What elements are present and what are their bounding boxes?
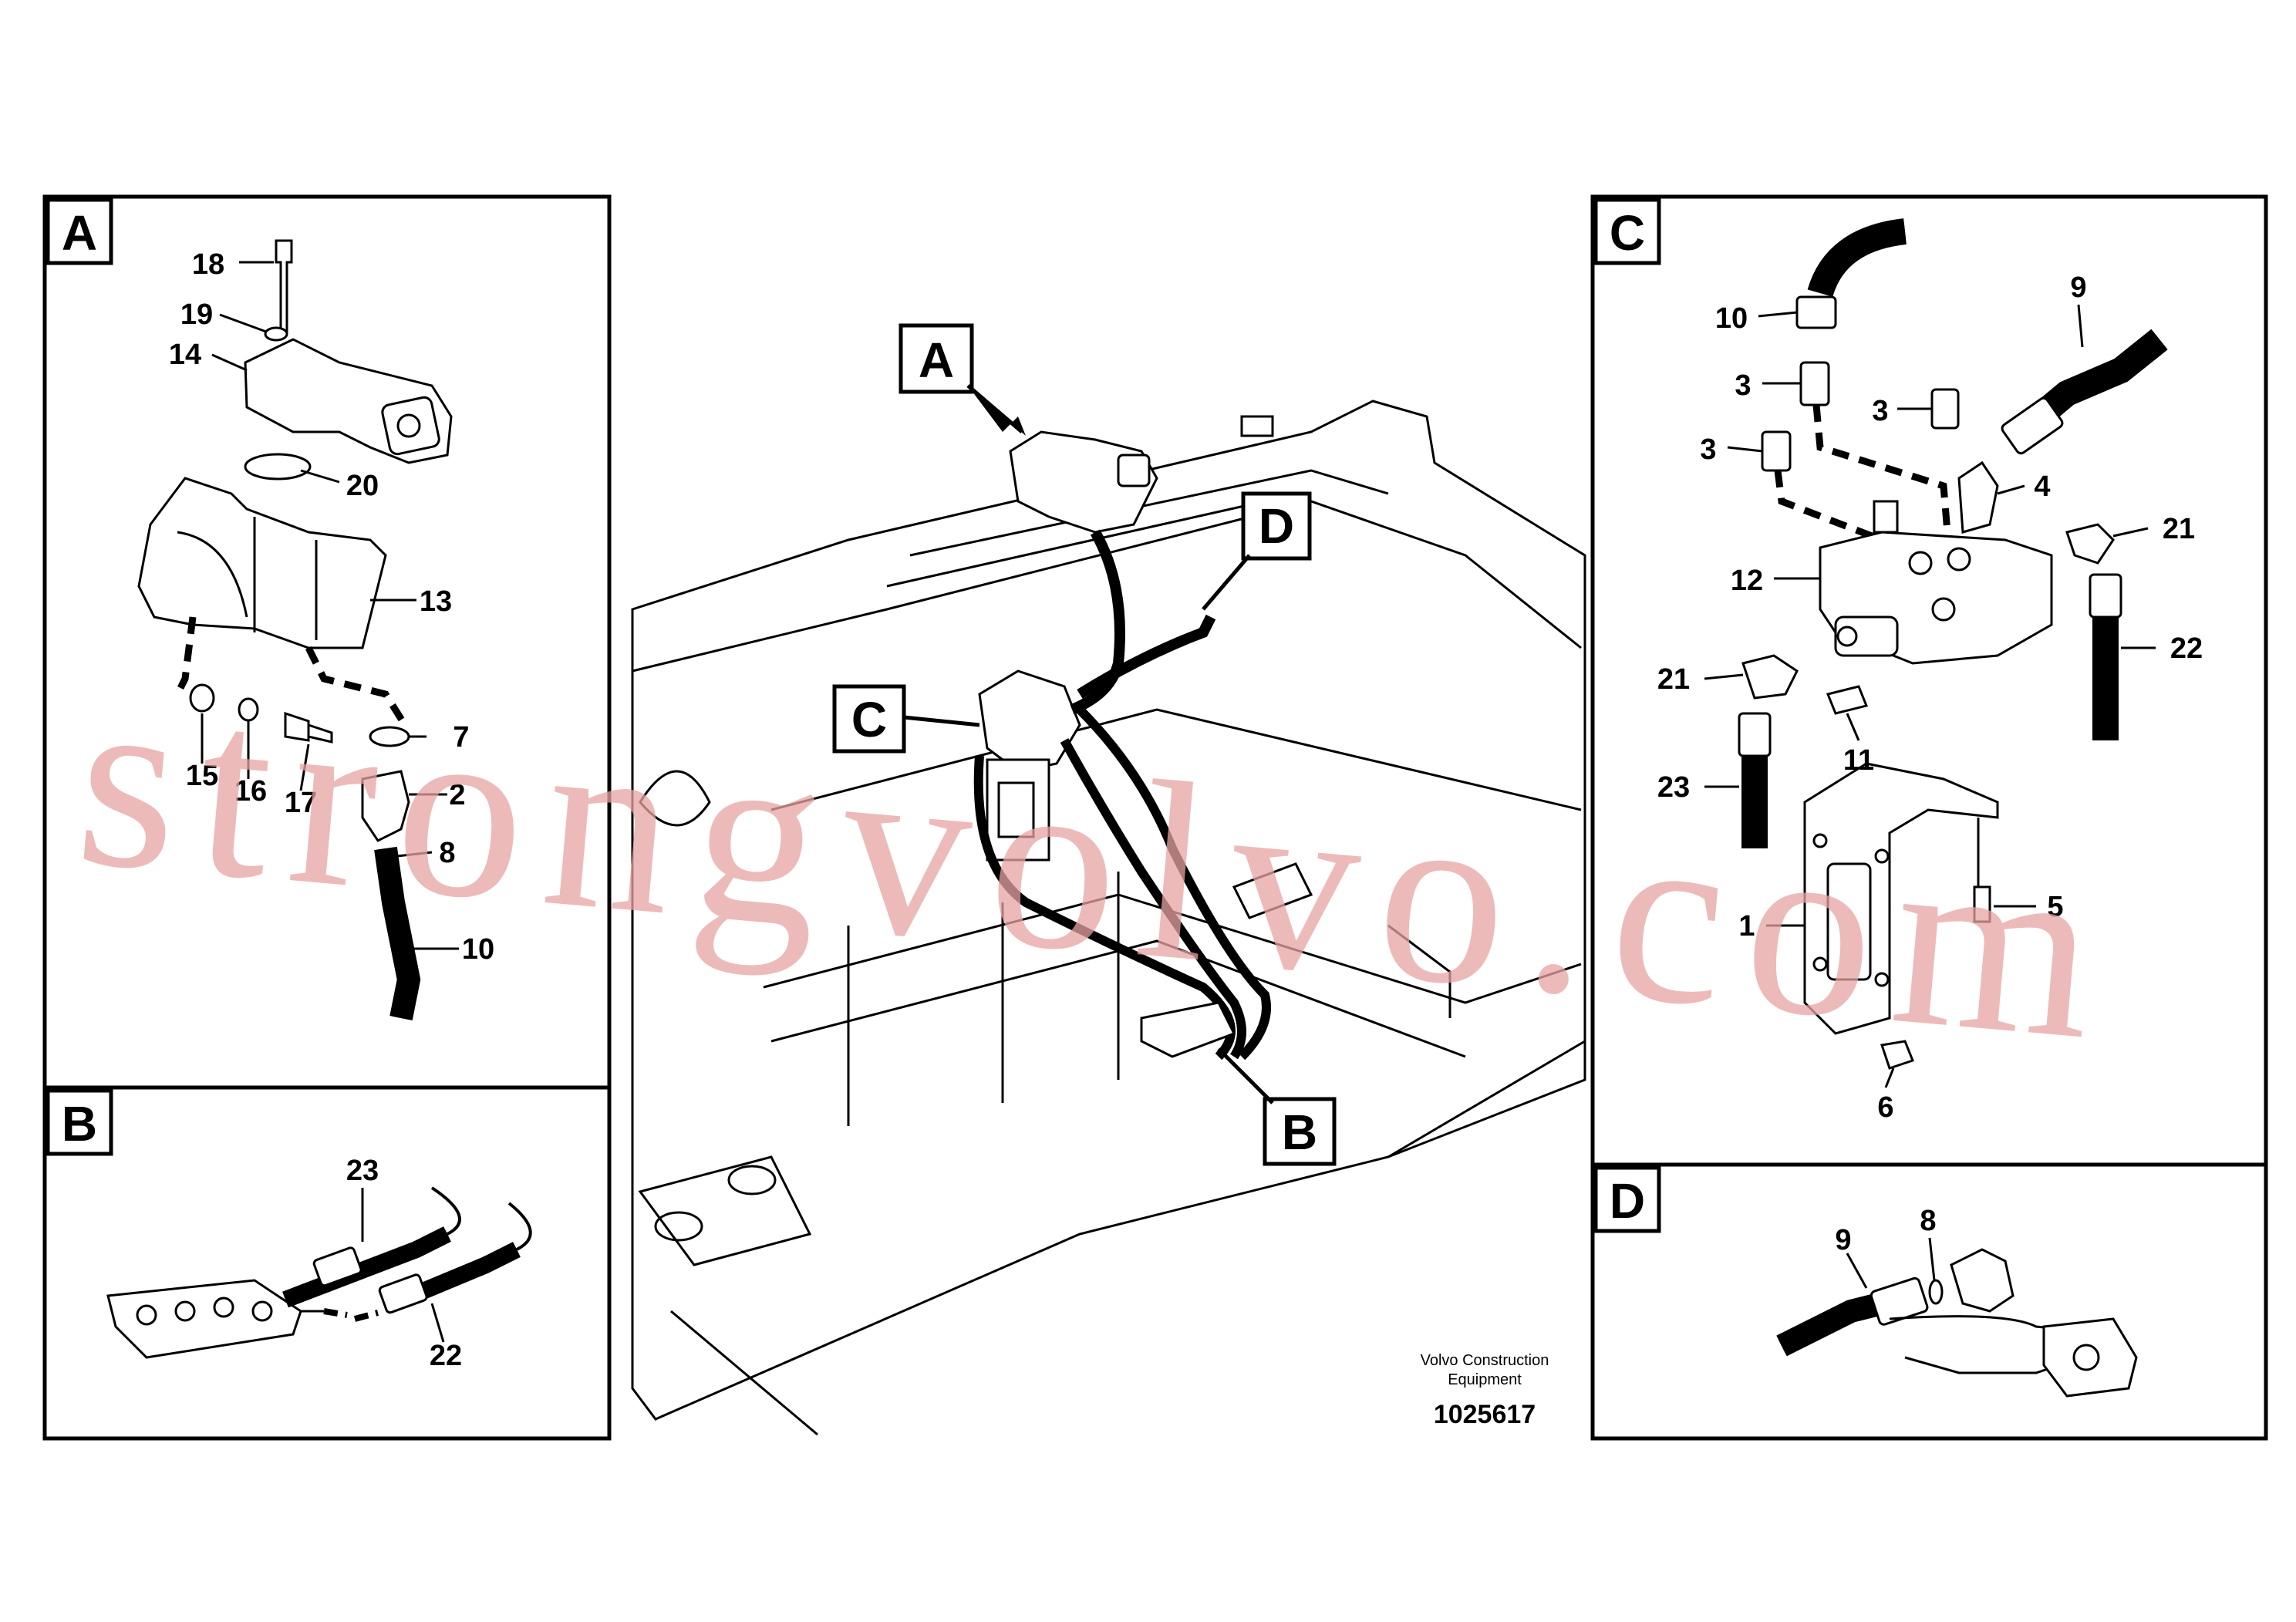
bracket-1-icon xyxy=(1803,762,1999,1035)
footer-block: Volvo Construction Equipment 1025617 xyxy=(1421,1352,1549,1429)
callout-c-5: 5 xyxy=(2047,891,2063,923)
nipple-11-icon xyxy=(1826,685,1869,715)
callout-c-3-left: 3 xyxy=(1700,433,1716,466)
callout-a-13: 13 xyxy=(420,585,452,618)
panel-d-drawing xyxy=(1776,1237,2138,1398)
panel-d-callouts: 9 8 xyxy=(1835,1205,1936,1256)
callout-a-2: 2 xyxy=(449,779,465,811)
fitting-9-icon xyxy=(2001,396,2064,455)
drawing-number: 1025617 xyxy=(1434,1400,1536,1429)
panel-a-letter-box: A xyxy=(46,197,113,265)
callout-c-3-top: 3 xyxy=(1735,369,1751,402)
fitting-10-icon xyxy=(1795,295,1837,329)
callout-b-22: 22 xyxy=(430,1340,462,1372)
pump-13-icon xyxy=(137,477,387,649)
company-name-line2: Equipment xyxy=(1448,1371,1522,1388)
callout-c-6: 6 xyxy=(1877,1091,1893,1124)
callout-d-8: 8 xyxy=(1920,1205,1936,1237)
panel-d-frame xyxy=(1590,1162,2268,1441)
elbow-21-left-icon xyxy=(1741,654,1799,700)
panel-b-drawing xyxy=(106,1186,532,1359)
oring-8-d-icon xyxy=(1928,1279,1944,1305)
panel-c-letter-box: C xyxy=(1593,197,1661,265)
panel-c-callouts: 10 9 3 3 3 4 21 12 22 21 11 23 5 1 6 xyxy=(1657,271,2203,1124)
elbow-4-icon xyxy=(1957,460,1999,534)
callout-c-4: 4 xyxy=(2034,470,2050,503)
callout-b-23: 23 xyxy=(346,1155,379,1187)
callout-c-10: 10 xyxy=(1715,302,1748,335)
main-label-a: A xyxy=(899,323,1026,436)
callout-a-8: 8 xyxy=(439,837,455,869)
main-letter-a: A xyxy=(919,332,954,388)
washer-16-icon xyxy=(238,697,259,722)
elbow-21-right-icon xyxy=(2065,523,2115,565)
panel-b-letter: B xyxy=(62,1096,97,1152)
fitting-22-c-icon xyxy=(2089,573,2122,619)
callout-c-3-mid: 3 xyxy=(1872,395,1888,427)
callout-c-9: 9 xyxy=(2070,271,2086,304)
distribution-block-icon xyxy=(106,1279,302,1359)
callout-a-14: 14 xyxy=(169,339,201,371)
fitting-2-icon xyxy=(361,770,410,842)
main-label-c: C xyxy=(832,684,980,754)
fitting-22-icon xyxy=(378,1273,428,1314)
panel-d-letter-box: D xyxy=(1593,1165,1661,1233)
adapter-3-left-icon xyxy=(1761,430,1792,472)
callout-c-23: 23 xyxy=(1657,771,1690,804)
watermark: strongvolvo.com xyxy=(68,636,2126,1095)
oring-20-icon xyxy=(244,453,312,481)
fitting-23-icon xyxy=(312,1246,362,1287)
washer-15-icon xyxy=(189,683,215,713)
main-label-d: D xyxy=(1202,491,1312,611)
adapter-3-top-icon xyxy=(1799,361,1830,406)
callout-a-19: 19 xyxy=(180,298,213,331)
fitting-23-c-icon xyxy=(1738,712,1772,757)
adapter-3-mid-icon xyxy=(1930,388,1960,430)
panel-c-letter: C xyxy=(1610,205,1645,261)
panel-a-letter: A xyxy=(62,205,97,261)
callout-a-18: 18 xyxy=(192,248,224,281)
main-letter-b: B xyxy=(1282,1104,1317,1160)
chassis-frame xyxy=(631,400,1586,1421)
panel-a-callouts: 18 19 14 20 13 7 2 8 10 15 16 17 xyxy=(169,248,494,966)
screw-5-icon xyxy=(1973,885,1991,923)
callout-a-15: 15 xyxy=(186,760,218,792)
callout-c-22: 22 xyxy=(2170,632,2203,665)
panel-d-letter: D xyxy=(1610,1173,1645,1229)
washer-19-icon xyxy=(264,326,288,342)
pump-flange-d-icon xyxy=(1950,1248,2014,1313)
panel-b-callouts: 23 22 xyxy=(346,1155,462,1372)
bolt-18-icon xyxy=(275,239,293,333)
callout-d-9: 9 xyxy=(1835,1224,1851,1256)
main-letter-d: D xyxy=(1259,498,1294,554)
callout-a-10: 10 xyxy=(462,933,494,966)
callout-c-11: 11 xyxy=(1843,744,1874,777)
callout-a-20: 20 xyxy=(346,470,379,502)
callout-a-7: 7 xyxy=(453,721,469,754)
callout-c-21-left: 21 xyxy=(1657,663,1690,696)
screw-6-icon xyxy=(1880,1040,1914,1070)
main-label-b: B xyxy=(1217,1047,1337,1166)
callout-a-16: 16 xyxy=(234,775,267,808)
callout-c-1: 1 xyxy=(1738,910,1755,943)
panel-c-drawing xyxy=(1704,218,2168,1088)
main-letter-c: C xyxy=(851,692,887,747)
callout-c-21-right: 21 xyxy=(2163,513,2195,545)
callout-a-17: 17 xyxy=(285,787,317,819)
panel-b-letter-box: B xyxy=(46,1088,113,1156)
callout-c-12: 12 xyxy=(1731,565,1763,597)
panel-a-drawing xyxy=(137,239,459,1020)
main-frame-drawing xyxy=(631,400,1586,1436)
company-name-line1: Volvo Construction xyxy=(1421,1352,1549,1369)
bolt-17-icon xyxy=(284,711,333,744)
distribution-block-main-icon xyxy=(1140,1001,1236,1058)
panel-b-frame xyxy=(42,1085,612,1441)
